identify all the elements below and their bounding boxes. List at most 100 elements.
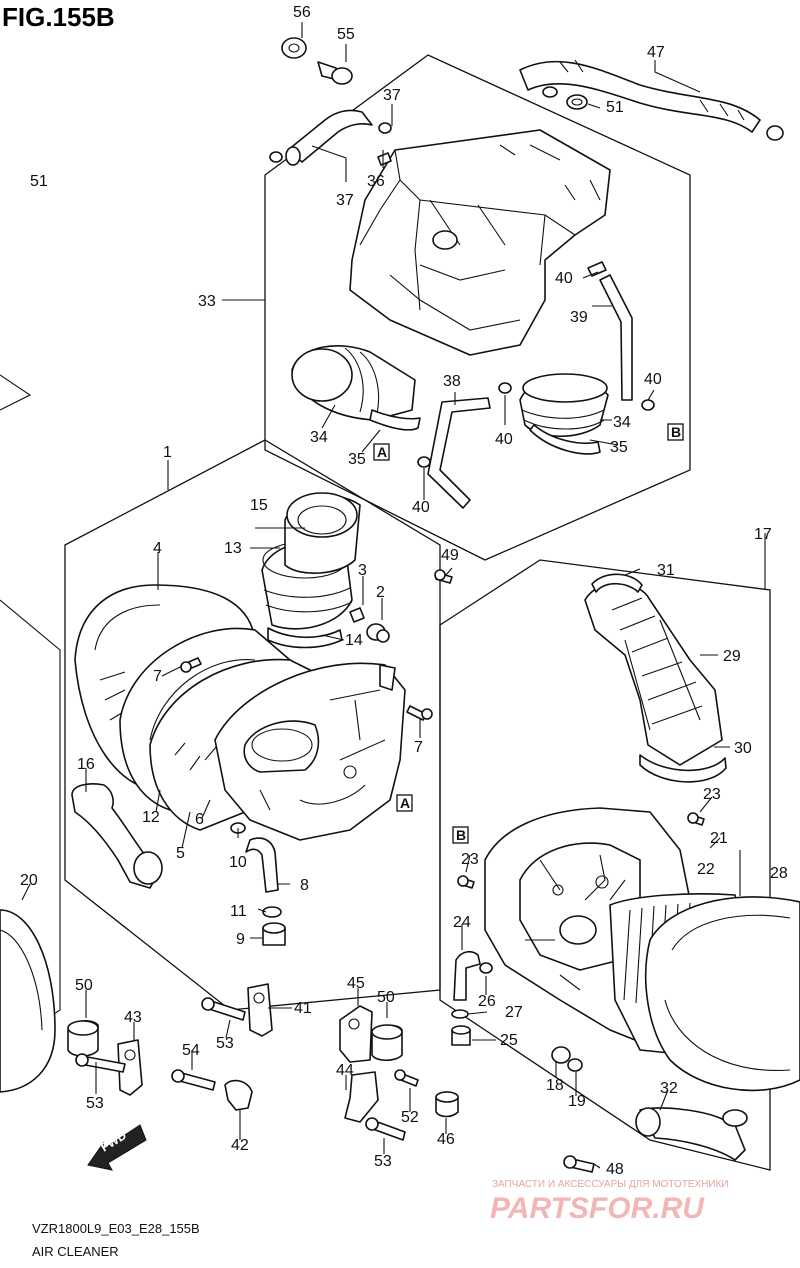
- watermark-tagline: ЗАПЧАСТИ И АКСЕССУАРЫ ДЛЯ МОТОТЕХНИКИ: [492, 1179, 729, 1190]
- part-41-bracket: [247, 983, 273, 1037]
- callout-27: 27: [505, 1004, 523, 1021]
- callout-44: 44: [336, 1062, 354, 1079]
- part-9-drain-plug: [262, 922, 286, 946]
- fwd-arrow: FWD: [87, 1124, 147, 1171]
- callout-28: 28: [770, 865, 788, 882]
- callout-15: 15: [250, 497, 268, 514]
- callout-53-c: 53: [374, 1153, 392, 1170]
- ref-box-b-upper: B: [667, 423, 684, 441]
- ref-box-a-upper: A: [373, 443, 390, 461]
- callout-31: 31: [657, 562, 675, 579]
- part-51-clip: [566, 94, 588, 110]
- part-40-clips: [417, 261, 655, 468]
- part-38-hose: [427, 397, 491, 509]
- callout-26: 26: [478, 993, 496, 1010]
- ref-box-b-lower: B: [452, 826, 469, 844]
- callout-42: 42: [231, 1137, 249, 1154]
- callout-53-b: 53: [86, 1095, 104, 1112]
- leader-lines: [21, 22, 766, 1169]
- callout-7-right: 7: [414, 739, 423, 756]
- callout-10: 10: [229, 854, 247, 871]
- callout-4: 4: [153, 540, 162, 557]
- callout-19: 19: [568, 1093, 586, 1110]
- part-44-bracket: [344, 1071, 379, 1123]
- part-26-27-clips: [451, 962, 493, 1019]
- callout-52: 52: [401, 1109, 419, 1126]
- callout-22: 22: [697, 861, 715, 878]
- part-34-funnel-right: [519, 373, 609, 455]
- part-15-inlet: [284, 492, 361, 574]
- part-25-drain-plug: [451, 1025, 471, 1046]
- callout-54: 54: [182, 1042, 200, 1059]
- part-39-hose: [599, 274, 633, 401]
- part-53-bolt-b: [201, 997, 246, 1021]
- group-frame-17: [439, 559, 771, 1171]
- part-30-clamp: [639, 754, 727, 783]
- callout-23-left: 23: [461, 851, 479, 868]
- part-29-intake-duct: [584, 582, 723, 766]
- svg-text:A: A: [400, 795, 410, 811]
- callout-13: 13: [224, 540, 242, 557]
- callout-55: 55: [337, 26, 355, 43]
- callout-40-c: 40: [495, 431, 513, 448]
- callout-33: 33: [198, 293, 216, 310]
- callout-30: 30: [734, 740, 752, 757]
- part-2-3-bushings: [349, 607, 390, 643]
- part-50-cushion-left: [67, 1020, 99, 1057]
- callout-40-a: 40: [555, 270, 573, 287]
- callout-39: 39: [570, 309, 588, 326]
- callout-20: 20: [20, 872, 38, 889]
- callout-35-right: 35: [610, 439, 628, 456]
- part-8-hose: [245, 837, 279, 893]
- part-53-bolt-c: [365, 1117, 406, 1141]
- callout-34-left: 34: [310, 429, 328, 446]
- part-48-bolt: [563, 1155, 595, 1173]
- part-43-bracket: [117, 1039, 143, 1096]
- part-52-bolt: [394, 1069, 419, 1087]
- callout-45: 45: [347, 975, 365, 992]
- part-32-duct: [635, 1107, 748, 1161]
- part-46-cap: [435, 1091, 459, 1118]
- callout-18: 18: [546, 1077, 564, 1094]
- callout-51-left: 51: [30, 173, 48, 190]
- callout-11: 11: [230, 903, 247, 920]
- part-37-breather: [269, 109, 392, 166]
- callout-43: 43: [124, 1009, 142, 1026]
- svg-text:A: A: [377, 444, 387, 460]
- part-55-bolt: [317, 61, 353, 85]
- callout-36: 36: [367, 173, 385, 190]
- callout-7-left: 7: [153, 668, 162, 685]
- callout-40-b: 40: [644, 371, 662, 388]
- part-45-bracket: [339, 1005, 373, 1063]
- svg-text:B: B: [456, 827, 466, 843]
- part-31-clamp: [591, 573, 643, 593]
- part-33-air-cleaner-case: [349, 129, 611, 356]
- part-14-clamp: [267, 627, 343, 649]
- callout-53-a: 53: [216, 1035, 234, 1052]
- callout-1: 1: [163, 444, 172, 461]
- callout-50-left: 50: [75, 977, 93, 994]
- part-54-bolt: [171, 1069, 216, 1091]
- part-28-cover: [645, 896, 800, 1092]
- callout-12: 12: [142, 809, 160, 826]
- callout-49: 49: [441, 547, 459, 564]
- callout-3: 3: [358, 562, 367, 579]
- callout-40-d: 40: [412, 499, 430, 516]
- watermark-logo: PARTSFOR.RU: [490, 1192, 705, 1225]
- callout-5: 5: [176, 845, 185, 862]
- callout-9: 9: [236, 931, 245, 948]
- callout-56: 56: [293, 4, 311, 21]
- part-20-cover: [0, 909, 56, 1093]
- part-11-clip: [262, 906, 282, 918]
- callout-50-right: 50: [377, 989, 395, 1006]
- callout-17: 17: [754, 526, 772, 543]
- callout-25: 25: [500, 1032, 518, 1049]
- part-7-screws: [180, 657, 433, 721]
- callout-51-right: 51: [606, 99, 624, 116]
- part-1-housing: [214, 662, 406, 841]
- callout-14: 14: [345, 632, 363, 649]
- part-24-hose: [453, 950, 481, 1001]
- group-frame-33: [264, 54, 691, 561]
- part-50-cushion-right: [371, 1024, 403, 1062]
- callout-35-left: 35: [348, 451, 366, 468]
